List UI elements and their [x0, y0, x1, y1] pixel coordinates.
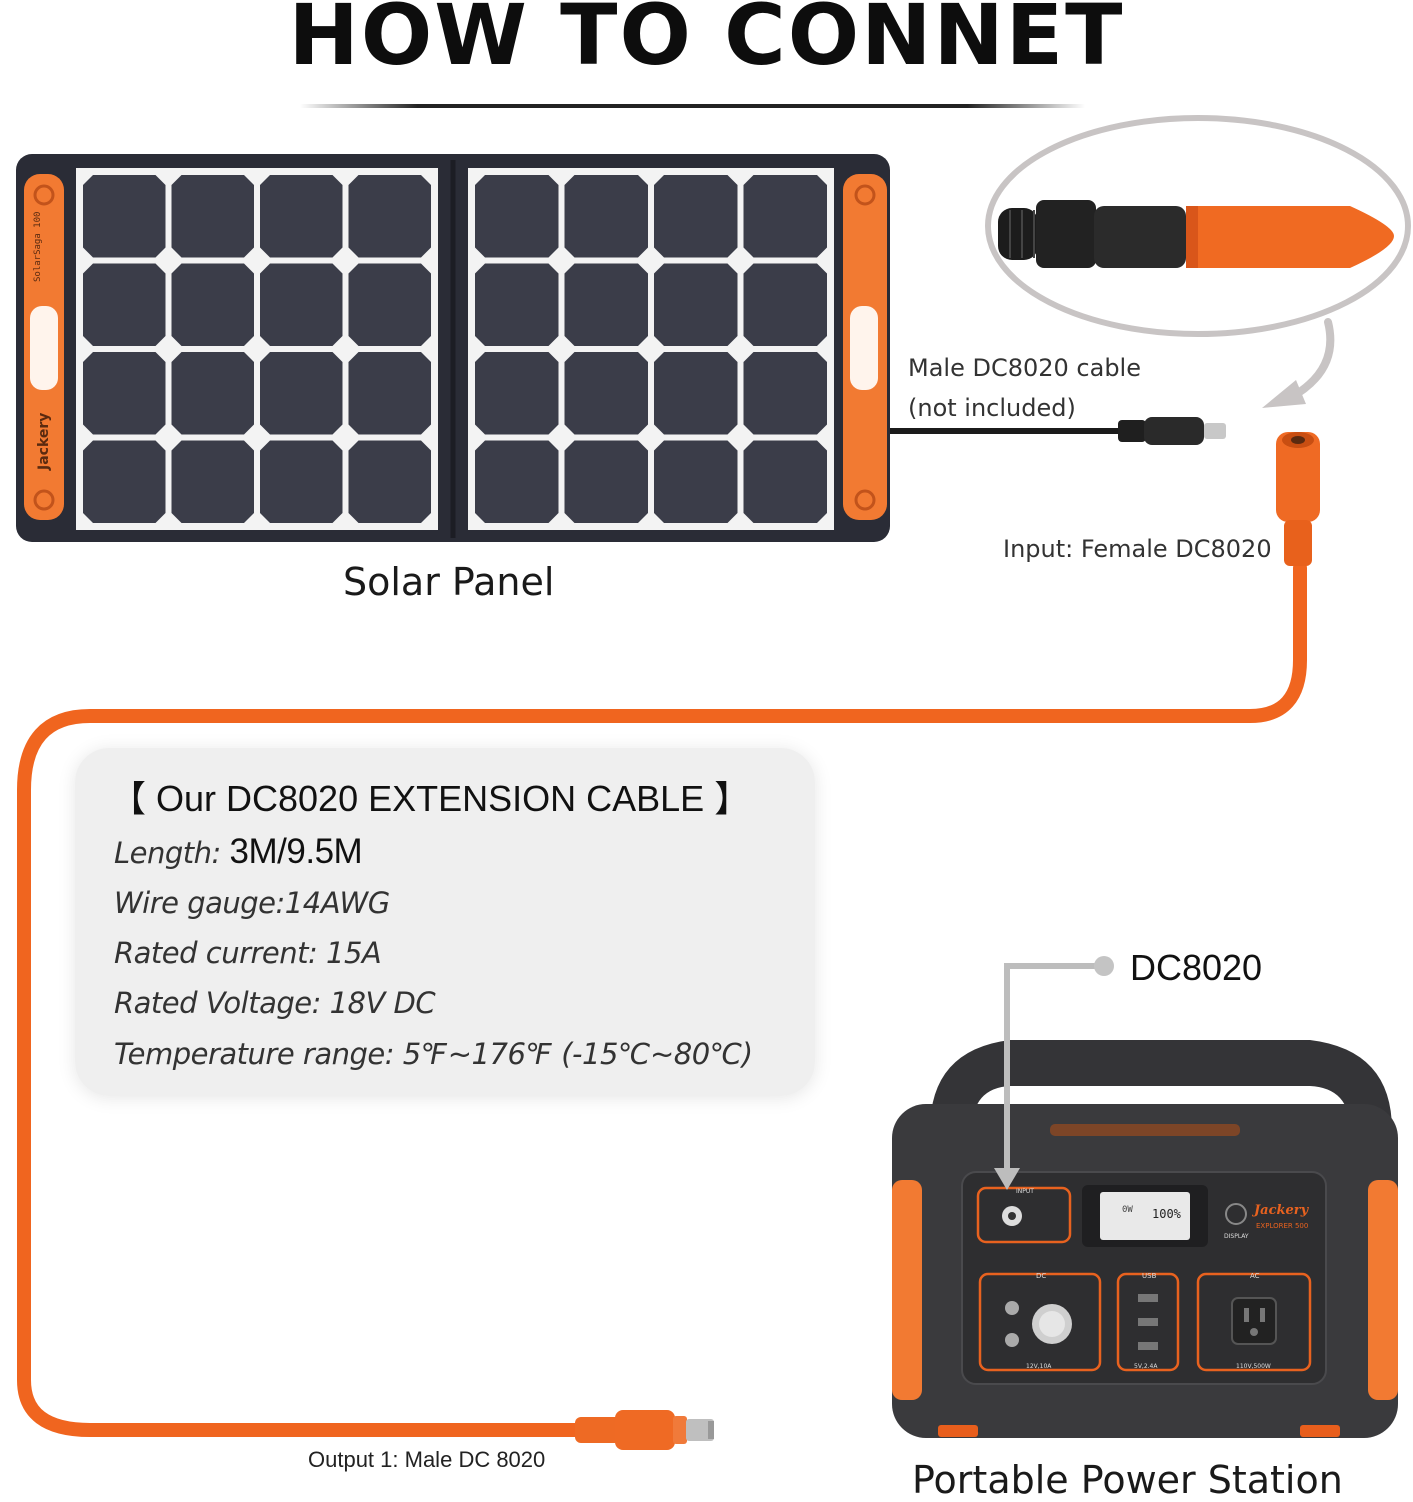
- solar-cell: [654, 352, 738, 435]
- usb-tag: USB: [1142, 1272, 1157, 1280]
- solar-cell: [654, 175, 738, 258]
- station-model: EXPLORER 500: [1256, 1222, 1308, 1230]
- solar-cell: [171, 263, 254, 346]
- solar-cell: [171, 352, 254, 435]
- power-station-label: Portable Power Station: [912, 1458, 1343, 1502]
- male-cable-label-line1: Male DC8020 cable: [908, 354, 1141, 382]
- spec-rated-current: Rated current: 15A: [114, 936, 382, 970]
- male-cable-label: Male DC8020 cable (not included): [908, 348, 1141, 428]
- solar-cell: [564, 352, 648, 435]
- solar-cell: [83, 175, 166, 258]
- dc-rating: 12V,10A: [1026, 1363, 1052, 1370]
- solar-cell: [260, 175, 343, 258]
- solar-cell: [348, 440, 431, 523]
- screen-watts: 0W: [1122, 1205, 1133, 1215]
- connector-zoom-bubble: [985, 115, 1411, 408]
- solar-panel: [16, 154, 1226, 542]
- dc-tag: DC: [1036, 1272, 1046, 1280]
- solar-cell: [743, 263, 827, 346]
- station-input-text: INPUT: [1016, 1188, 1034, 1195]
- solar-cell: [171, 440, 254, 523]
- spec-length-label: Length:: [114, 836, 221, 870]
- screen-percent: 100%: [1152, 1207, 1182, 1221]
- solar-cell: [743, 440, 827, 523]
- solar-cell: [743, 175, 827, 258]
- solar-cell: [475, 175, 559, 258]
- solar-cell: [348, 175, 431, 258]
- solar-cell: [83, 440, 166, 523]
- input-label: Input: Female DC8020: [1003, 535, 1272, 563]
- station-brand: Jackery: [1251, 1203, 1310, 1218]
- spec-rated-voltage: Rated Voltage: 18V DC: [114, 986, 436, 1020]
- solar-cell: [348, 263, 431, 346]
- solar-cell: [475, 263, 559, 346]
- usb-rating: 5V,2.4A: [1134, 1363, 1158, 1370]
- output-label-prefix: Output 1: Male: [308, 1447, 453, 1472]
- dc8020-callout: DC8020: [1130, 947, 1263, 988]
- male-cable-label-line2: (not included): [908, 394, 1076, 422]
- solar-cell: [83, 263, 166, 346]
- solar-cell: [83, 352, 166, 435]
- solar-cell: [743, 352, 827, 435]
- ac-tag: AC: [1250, 1272, 1260, 1280]
- solar-cell: [260, 352, 343, 435]
- solar-cell: [171, 175, 254, 258]
- spec-wire-gauge: Wire gauge:14AWG: [114, 886, 390, 920]
- extension-cable: [17, 561, 1307, 1437]
- solar-cell: [654, 440, 738, 523]
- solar-cell: [564, 263, 648, 346]
- solar-cell: [475, 440, 559, 523]
- spec-card-title: 【 Our DC8020 EXTENSION CABLE 】: [110, 778, 751, 819]
- spec-card: [75, 748, 815, 1096]
- panel-logo-text: Jackery: [36, 413, 52, 471]
- solar-cell: [654, 263, 738, 346]
- page-title: HOW TO CONNET: [288, 0, 1125, 84]
- solar-cell: [564, 175, 648, 258]
- output-label-suffix: DC 8020: [458, 1447, 546, 1472]
- spec-length-value: 3M/9.5M: [229, 832, 363, 871]
- title-divider: [300, 104, 1085, 108]
- male-output-connector: [575, 1410, 714, 1450]
- station-display-text: DISPLAY: [1224, 1233, 1249, 1240]
- output-label: Output 1: Male DC 8020: [308, 1447, 545, 1473]
- solar-cell: [260, 440, 343, 523]
- panel-brand-text: SolarSaga 100: [33, 212, 43, 282]
- solar-cell: [564, 440, 648, 523]
- solar-panel-label: Solar Panel: [343, 560, 555, 604]
- spec-length: Length: 3M/9.5M: [114, 832, 363, 872]
- solar-cell: [475, 352, 559, 435]
- solar-cell: [260, 263, 343, 346]
- spec-temperature: Temperature range: 5℉~176℉ (-15℃~80℃): [114, 1037, 753, 1071]
- power-station: [892, 956, 1398, 1438]
- female-connector: [1276, 432, 1320, 566]
- solar-cell: [348, 352, 431, 435]
- ac-rating: 110V,500W: [1236, 1363, 1271, 1370]
